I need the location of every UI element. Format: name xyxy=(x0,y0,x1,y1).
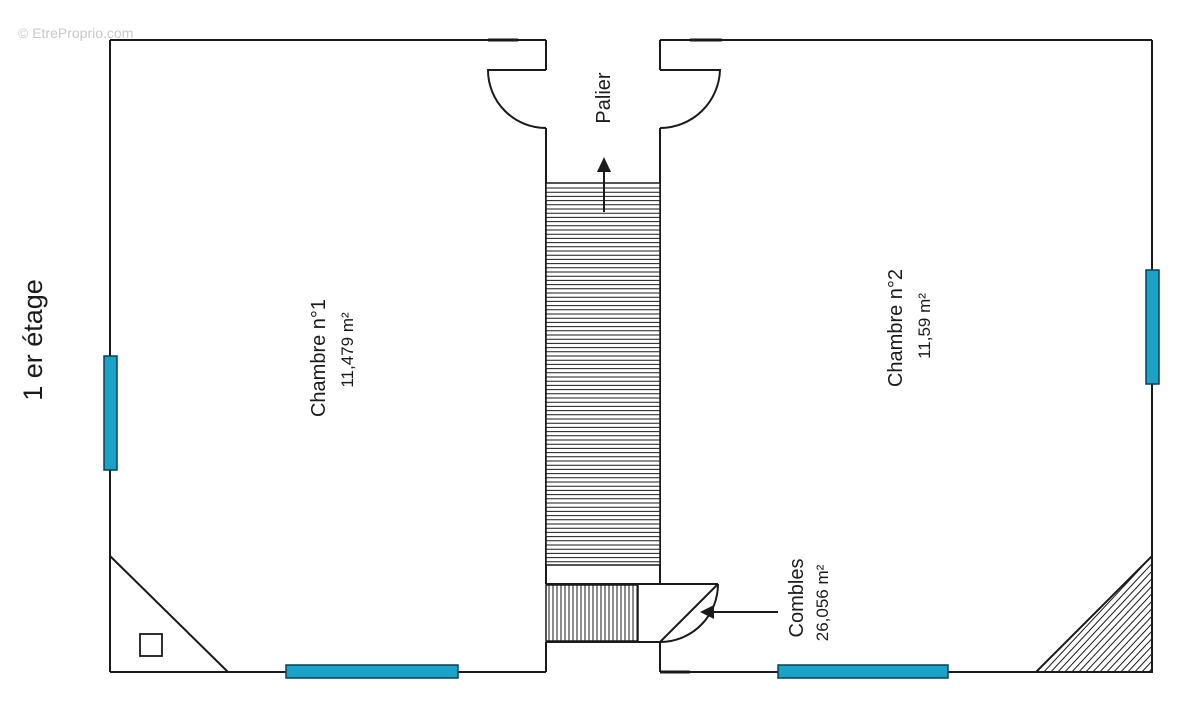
window-right-wall xyxy=(1145,269,1160,385)
hatch-line xyxy=(1153,540,1200,690)
hatch-line xyxy=(1174,540,1200,690)
hatch-line xyxy=(1195,540,1200,690)
room-area: 26,056 m² xyxy=(813,564,832,641)
hatch-line xyxy=(1068,556,1152,672)
windows xyxy=(103,269,1160,679)
room-label-chambre-1: Chambre n°1 11,479 m² xyxy=(308,299,357,417)
hatch-line xyxy=(1054,556,1152,672)
hatch-line xyxy=(1188,540,1200,690)
floor-label: 1 er étage xyxy=(18,279,48,401)
door-swing-left xyxy=(486,69,547,129)
main-staircase xyxy=(545,182,661,566)
combles-arrow-icon xyxy=(700,605,778,619)
hatch-line xyxy=(1040,556,1152,672)
room-name: Chambre n°2 xyxy=(885,269,907,387)
corner-hatch-right xyxy=(1033,540,1200,690)
hatch-line xyxy=(1096,556,1152,672)
watermark-text: © EtreProprio.com xyxy=(18,25,133,41)
hatch-line xyxy=(1082,556,1152,672)
window-bottom-left xyxy=(285,664,459,679)
window-left-wall xyxy=(103,355,118,471)
hatch-line xyxy=(1145,556,1152,672)
window-bottom-right xyxy=(777,664,949,679)
hatch-line xyxy=(1103,556,1152,672)
stair-arrow-icon xyxy=(597,157,611,212)
room-label-palier: Palier xyxy=(593,72,615,123)
room-name: Chambre n°1 xyxy=(308,299,330,417)
hatch-line xyxy=(1124,556,1152,672)
hatch-line xyxy=(1181,540,1200,690)
hatch-line xyxy=(1075,556,1152,672)
hatch-line xyxy=(1160,540,1200,690)
attic-staircase xyxy=(545,584,639,642)
room-name: Combles xyxy=(786,559,808,638)
hatch-line xyxy=(1036,556,1152,672)
hatch-line xyxy=(1047,556,1152,672)
hatch-line xyxy=(1061,556,1152,672)
hatch-line xyxy=(1167,540,1200,690)
hatch-line xyxy=(1117,556,1152,672)
door-swing-right xyxy=(659,69,722,129)
hatch-line xyxy=(1110,556,1152,672)
room-area: 11,59 m² xyxy=(915,293,934,359)
room-label-chambre-2: Chambre n°2 11,59 m² xyxy=(885,269,934,387)
door-jambs xyxy=(488,38,722,674)
room-area: 11,479 m² xyxy=(338,312,357,388)
room-label-combles: Combles 26,056 m² xyxy=(786,559,832,642)
attic-door-swing xyxy=(659,583,719,643)
hatch-line xyxy=(1089,556,1152,672)
hatch-line xyxy=(1036,556,1152,672)
corner-duct-left xyxy=(109,555,229,673)
